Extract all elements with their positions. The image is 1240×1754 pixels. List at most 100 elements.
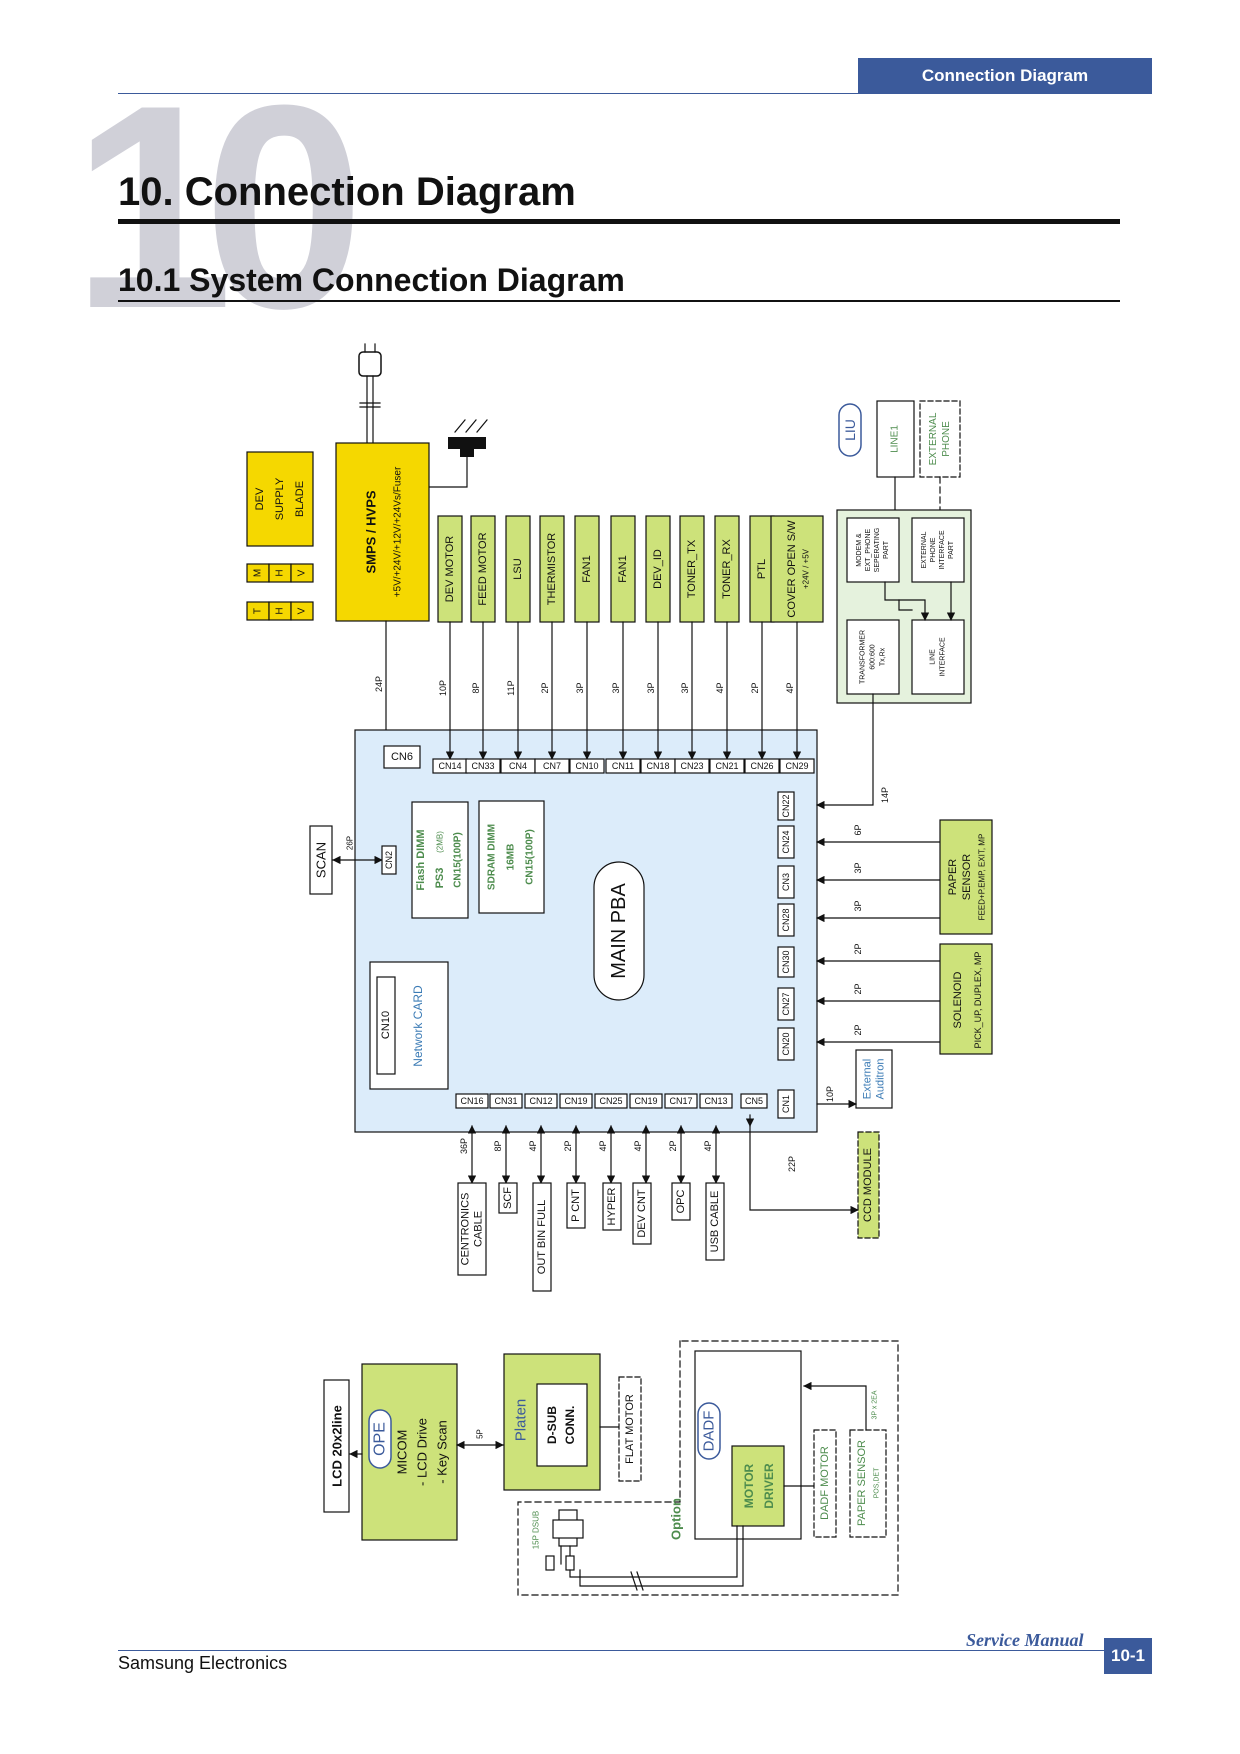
top-connector-label: PTL	[756, 559, 768, 579]
flash-dimm-cn: CN15(100P)	[453, 832, 464, 888]
right-connector-cn	[777, 1089, 795, 1119]
flash-dimm-size: (2MB)	[436, 831, 445, 853]
flash-dimm-ps3: PS3	[434, 868, 446, 889]
paper-sensor-sub: FEED+P.EMP, EXIT, MP	[978, 834, 987, 921]
title-rule	[118, 219, 1120, 224]
paper-sensor-line: PAPER	[947, 859, 959, 896]
solenoid-box	[939, 943, 993, 1055]
external-auditron-line: Auditron	[875, 1059, 887, 1100]
bottom-connector-pins: 4P	[633, 1140, 643, 1151]
bottom-connector-pins: 36P	[459, 1138, 469, 1154]
right-connector-pins: 2P	[853, 1024, 863, 1035]
ext-phone-if-line: EXTERNAL	[921, 531, 928, 568]
modem-line: EXT_PHONE	[865, 528, 872, 571]
auditron-pins: 10P	[825, 1086, 835, 1102]
bottom-device-box	[498, 1182, 518, 1214]
top-connector-pins: 3P	[611, 682, 621, 693]
right-connector-cn-label: CN30	[781, 950, 791, 973]
modem-line: MODEM &	[856, 533, 863, 567]
bottom-connector-cn-label: CN19	[634, 1096, 657, 1106]
top-connector-cn-label: CN10	[575, 761, 598, 771]
smps-title: SMPS / HVPS	[364, 490, 379, 573]
scan-pins: 26P	[346, 836, 355, 850]
top-connector-cn-label: CN14	[438, 761, 461, 771]
bottom-connector-cn-label: CN17	[669, 1096, 692, 1106]
fuser-lamp-icon	[448, 437, 486, 449]
dadf-paper-sensor-label: PAPER SENSOR	[856, 1440, 868, 1526]
lcd-box	[323, 1379, 350, 1513]
bottom-connector-cn	[524, 1093, 558, 1109]
ope-pins: 5P	[476, 1429, 485, 1439]
bottom-device-label: HYPER	[606, 1187, 618, 1225]
dsub-plug-icon	[545, 1555, 555, 1571]
top-connector-pins: 8P	[471, 682, 481, 693]
thv-letter: V	[297, 607, 308, 614]
main-pba-badge	[593, 861, 645, 1001]
fuser-lamp-icon	[460, 449, 474, 457]
header-rule	[118, 93, 1152, 94]
thv-letter: H	[275, 607, 286, 614]
right-connector-cn	[777, 825, 795, 859]
top-connector-pins: 3P	[575, 682, 585, 693]
bottom-device-label-line: CENTRONICS	[460, 1193, 472, 1266]
bottom-connector-cn-label: CN16	[460, 1096, 483, 1106]
right-connector-pins: 3P	[853, 900, 863, 911]
motor-driver-line: MOTOR	[742, 1463, 756, 1508]
sdram-dimm-box	[478, 800, 545, 914]
right-connector-cn-label: CN20	[781, 1032, 791, 1055]
bottom-device-box	[566, 1182, 586, 1229]
thv-letter: T	[253, 608, 264, 614]
cn6-box	[383, 745, 421, 769]
cn6-label: CN6	[391, 751, 413, 763]
bottom-device-label: P CNT	[570, 1189, 582, 1222]
right-connector-cn	[777, 987, 795, 1021]
bottom-connector-cn	[559, 1093, 593, 1109]
section-tab: Connection Diagram	[858, 58, 1152, 94]
flat-motor-box	[618, 1376, 642, 1482]
right-connector-cn	[777, 946, 795, 978]
top-connector-cn-label: CN18	[646, 761, 669, 771]
transformer-box	[846, 619, 900, 695]
top-connector-box	[679, 515, 705, 623]
thv-cell	[290, 601, 314, 621]
top-connector-box	[714, 515, 740, 623]
mhv-letter: M	[253, 569, 264, 577]
ope-line: MICOM	[395, 1430, 410, 1475]
top-connector-pins: 3P	[646, 682, 656, 693]
right-connector-cn	[777, 791, 795, 821]
top-connector-pins: 4P	[785, 682, 795, 693]
dsub-cable	[579, 1525, 744, 1587]
bottom-connector-cn	[664, 1093, 698, 1109]
line-interface-box	[911, 619, 965, 695]
option-label: Option	[669, 1498, 684, 1540]
top-connector-box	[749, 515, 775, 623]
top-connector-label: LSU	[512, 558, 524, 579]
paper-sensor-line: SENSOR	[961, 854, 973, 901]
right-connector-cn	[777, 865, 795, 899]
liu-label: LIU	[842, 419, 858, 441]
top-connector-label: FAN1	[581, 555, 593, 583]
dsub-conn-box	[536, 1383, 588, 1467]
right-connector-cn	[777, 903, 795, 937]
liu-to-cn22	[816, 693, 874, 810]
bottom-connector-cn	[594, 1093, 628, 1109]
top-connector-label: TONER_RX	[721, 538, 733, 598]
top-connector-pins: 4P	[715, 682, 725, 693]
bottom-connector-cn-label: CN25	[599, 1096, 622, 1106]
bottom-connector-pins: 2P	[563, 1140, 573, 1151]
mhv-letter: H	[275, 569, 286, 576]
service-manual-label: Service Manual	[966, 1630, 1084, 1650]
cable-break-icon	[630, 1571, 638, 1591]
bottom-device-label: OPC	[675, 1190, 687, 1214]
transformer-line: Tx,Rx	[880, 647, 887, 666]
flash-dimm-box	[411, 801, 469, 919]
paper-sensor-box	[939, 819, 993, 935]
cn10-box	[376, 976, 396, 1075]
dadf-motor-box	[813, 1429, 837, 1538]
motor-driver-line: DRIVER	[762, 1463, 776, 1509]
external-auditron-line: External	[862, 1059, 874, 1099]
cn2-box	[381, 845, 397, 875]
cn5-wire	[749, 1125, 859, 1215]
line-interface-line: LINE	[930, 649, 937, 665]
